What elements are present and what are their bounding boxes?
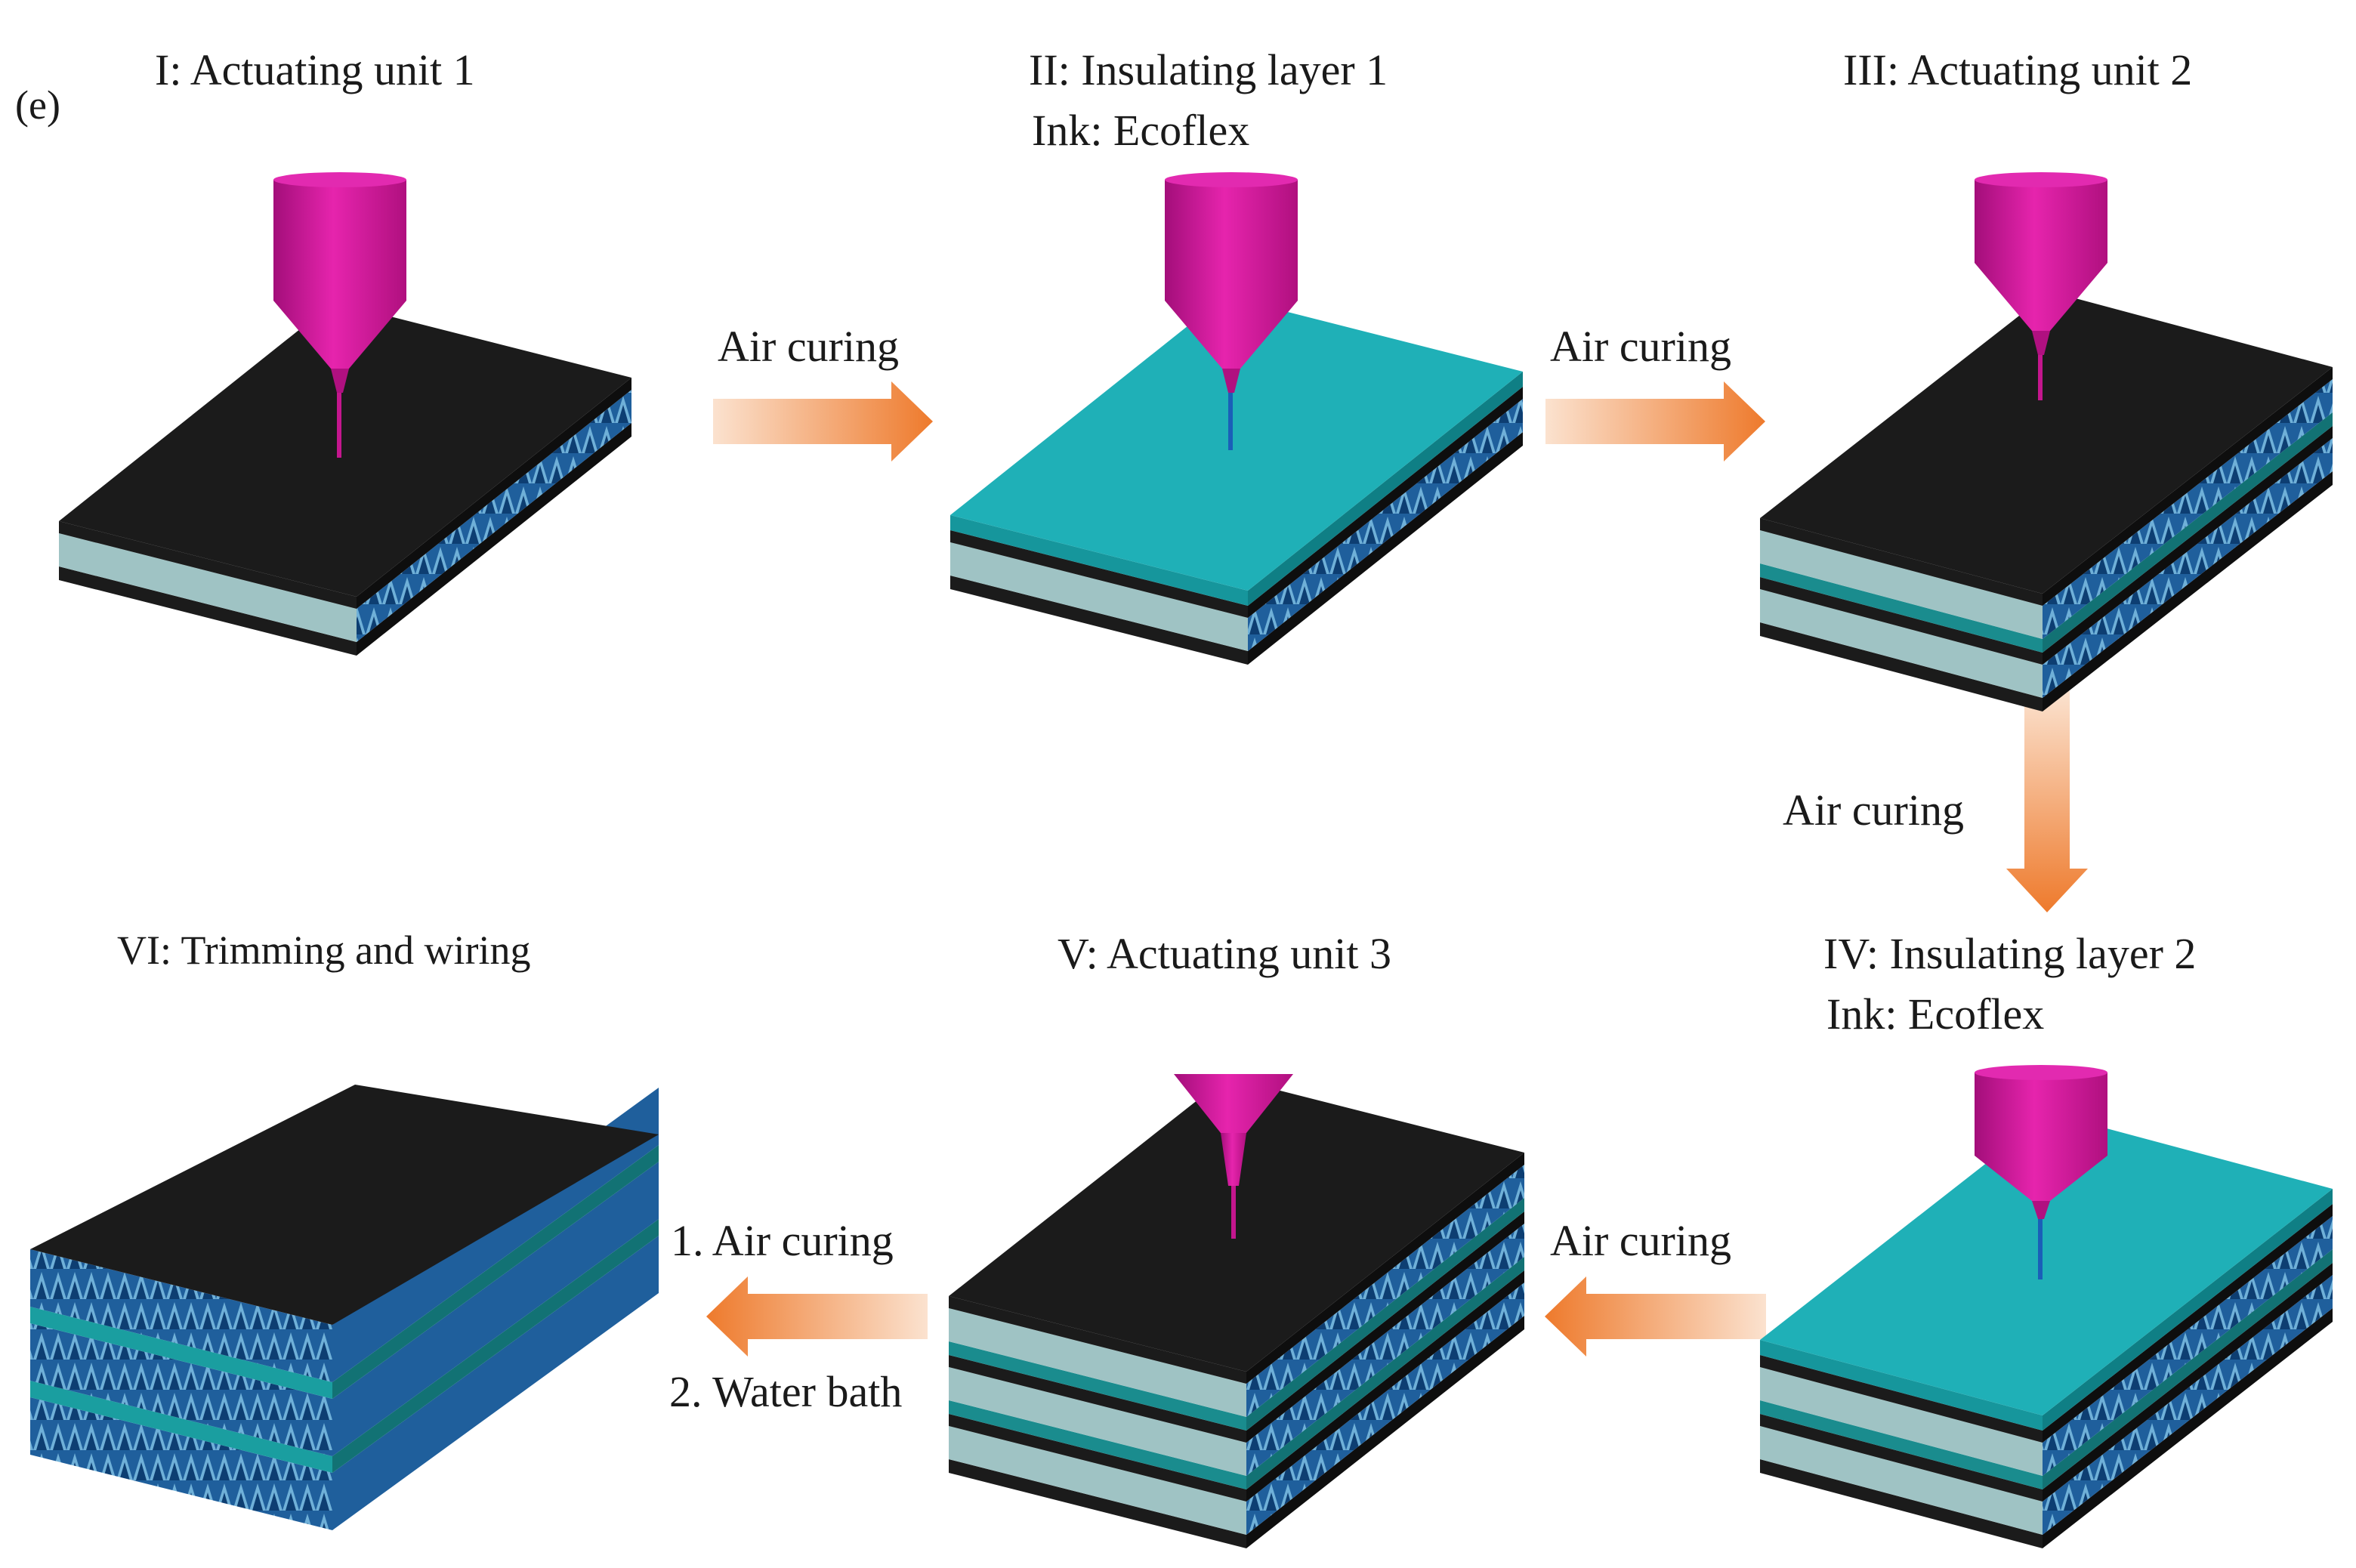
arrow-5: 1. Air curing 2. Water bath <box>669 1216 928 1416</box>
arrow-2: Air curing <box>1545 322 1765 461</box>
step-2-ink: Ink: Ecoflex <box>1032 106 1249 155</box>
stack-step-1 <box>59 172 631 656</box>
arrow-3-label: Air curing <box>1783 786 1964 835</box>
arrow-4: Air curing <box>1545 1216 1766 1357</box>
nozzle <box>1975 172 2107 400</box>
stack-step-6 <box>30 1085 659 1530</box>
step-6-title: VI: Trimming and wiring <box>117 928 531 973</box>
arrow-2-label: Air curing <box>1550 322 1731 371</box>
arrow-1-label: Air curing <box>718 322 899 371</box>
nozzle <box>1174 1074 1293 1239</box>
top-surface <box>1760 292 2333 594</box>
stack-step-2 <box>950 172 1523 665</box>
stack-step-5 <box>949 1074 1524 1548</box>
arrow-3: Air curing <box>1783 691 2088 912</box>
top-surface <box>950 296 1523 591</box>
stack-step-4 <box>1760 1065 2333 1548</box>
step-4-ink: Ink: Ecoflex <box>1826 989 2044 1039</box>
top-surface <box>30 1085 659 1325</box>
nozzle <box>273 172 406 458</box>
nozzle <box>1165 172 1298 450</box>
panel-label: (e) <box>15 82 60 128</box>
step-4-title: IV: Insulating layer 2 <box>1823 929 2196 978</box>
nozzle <box>1975 1065 2107 1279</box>
step-1-title: I: Actuating unit 1 <box>155 45 475 94</box>
step-3-title: III: Actuating unit 2 <box>1843 45 2192 94</box>
step-5-title: V: Actuating unit 3 <box>1058 929 1391 978</box>
stack-step-3 <box>1760 172 2333 711</box>
top-surface <box>59 302 631 597</box>
step-2-title: II: Insulating layer 1 <box>1029 45 1388 94</box>
arrow-5-label-2: 2. Water bath <box>669 1367 902 1416</box>
arrow-4-label: Air curing <box>1550 1216 1731 1265</box>
arrow-1: Air curing <box>713 322 933 461</box>
arrow-5-label-1: 1. Air curing <box>671 1216 894 1265</box>
top-surface <box>1760 1113 2333 1415</box>
top-surface <box>949 1077 1524 1372</box>
